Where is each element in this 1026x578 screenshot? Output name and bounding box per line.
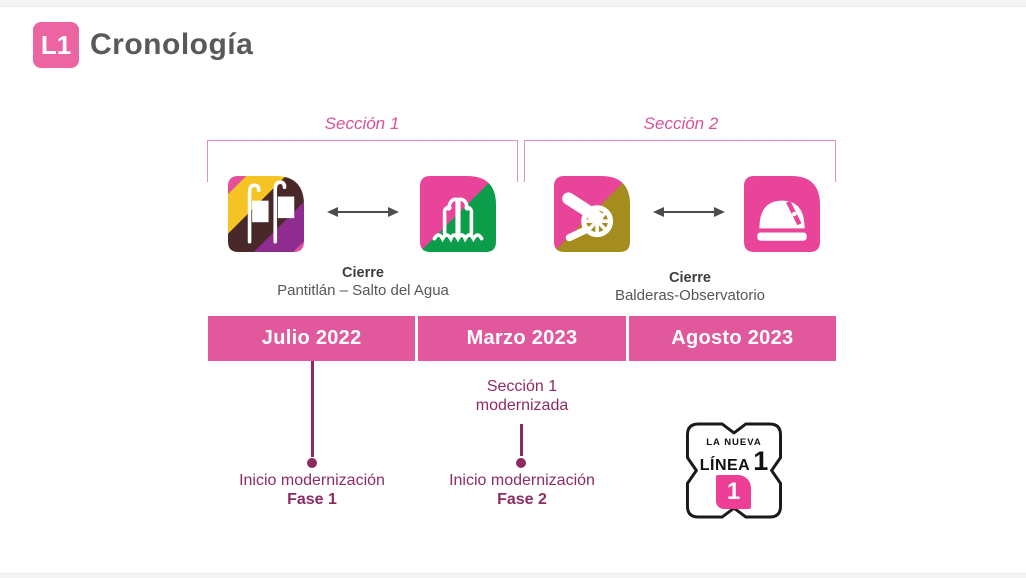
- connector-dot-phase2: [516, 458, 526, 468]
- badge-number-text: 1: [753, 446, 769, 476]
- slide-bottom-edge: [0, 573, 1026, 578]
- milestone-julio-2022: Julio 2022: [208, 316, 416, 361]
- closure-section-1: Cierre Pantitlán – Salto del Agua: [253, 265, 473, 299]
- la-nueva-linea-1-badge: LA NUEVA LÍNEA 1 1: [684, 421, 784, 520]
- closure-route: Balderas-Observatorio: [614, 287, 766, 304]
- inicio-fase-2-note: Inicio modernización Fase 2: [422, 471, 622, 509]
- badge-line-name: LÍNEA 1: [684, 448, 784, 475]
- line-1-badge: L1: [33, 22, 79, 68]
- closure-title: Cierre: [342, 265, 384, 281]
- badge-name-text: LÍNEA: [699, 457, 751, 474]
- double-arrow-icon: [653, 204, 725, 220]
- closure-route: Pantitlán – Salto del Agua: [277, 282, 449, 299]
- note-line1: Sección 1: [486, 378, 558, 395]
- connector-line-phase2: [520, 424, 523, 456]
- slide-top-edge: [0, 0, 1026, 7]
- note-line2: Fase 1: [287, 491, 337, 508]
- note-line2: Fase 2: [497, 491, 547, 508]
- notched-frame-icon: [685, 422, 783, 519]
- note-line2: modernizada: [475, 397, 569, 414]
- inicio-fase-1-note: Inicio modernización Fase 1: [212, 471, 412, 509]
- note-line1: Inicio modernización: [449, 472, 595, 489]
- observatorio-dome-icon: [744, 176, 820, 252]
- double-arrow-icon: [327, 204, 399, 220]
- pantitlan-flags-icon: [228, 176, 304, 252]
- milestone-marzo-2023: Marzo 2023: [418, 316, 626, 361]
- section-1-modernizada-note: Sección 1 modernizada: [422, 377, 622, 415]
- section-2-label: Sección 2: [643, 114, 719, 133]
- milestone-agosto-2023: Agosto 2023: [628, 316, 836, 361]
- closure-title: Cierre: [669, 270, 711, 286]
- balderas-cannon-icon: [554, 176, 630, 252]
- connector-dot-phase1: [307, 458, 317, 468]
- closure-section-2: Cierre Balderas-Observatorio: [580, 270, 800, 304]
- badge-kicker: LA NUEVA: [706, 437, 762, 448]
- page-title: Cronología: [90, 28, 254, 61]
- timeline-bar: Julio 2022 Marzo 2023 Agosto 2023: [208, 316, 836, 361]
- section-2-bracket: [524, 140, 836, 182]
- note-line1: Inicio modernización: [239, 472, 385, 489]
- connector-line-phase1: [311, 361, 314, 457]
- salto-del-agua-fountain-icon: [420, 176, 496, 252]
- line-1-square-icon: 1: [716, 475, 751, 509]
- section-1-label: Sección 1: [324, 114, 400, 133]
- section-1-bracket: [207, 140, 518, 182]
